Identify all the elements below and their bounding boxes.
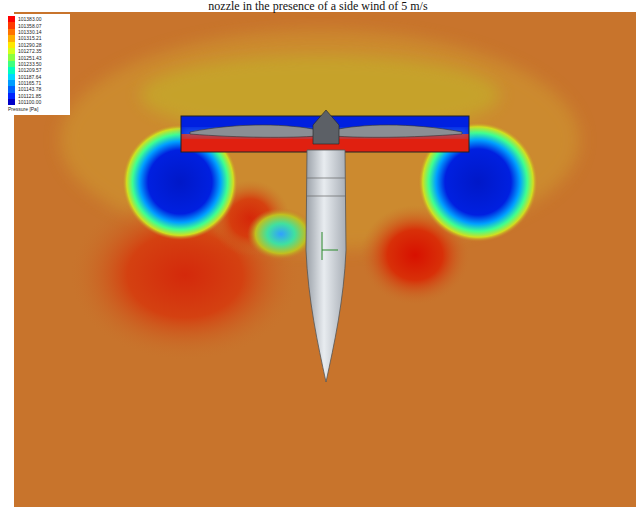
legend-value: 101358.07: [18, 23, 42, 29]
legend-row: 101233.50: [8, 61, 68, 67]
legend-value: 101100.00: [18, 99, 41, 105]
legend-value: 101209.57: [18, 67, 42, 73]
legend-row: 101100.00: [8, 99, 68, 105]
legend-row: 101251.43: [8, 54, 68, 60]
legend-value: 101383.00: [18, 16, 42, 22]
legend-row: 101383.00: [8, 16, 68, 22]
legend-value: 101233.50: [18, 61, 42, 67]
legend-row: 101209.57: [8, 67, 68, 73]
figure-caption: nozzle in the presence of a side wind of…: [0, 0, 636, 12]
legend-value: 101272.35: [18, 48, 42, 54]
legend-value: 101165.71: [18, 80, 41, 86]
legend-row: 101358.07: [8, 22, 68, 28]
legend-row: 101165.71: [8, 80, 68, 86]
legend-row: 101272.35: [8, 48, 68, 54]
legend-value: 101290.28: [18, 42, 42, 48]
legend-row: 101143.78: [8, 86, 68, 92]
legend-value: 101330.14: [18, 29, 42, 35]
legend-row: 101187.64: [8, 74, 68, 80]
legend-row: 101121.85: [8, 93, 68, 99]
legend-value: 101187.64: [18, 74, 41, 80]
axis-unit-label: Pressure [Pa]: [8, 106, 68, 113]
legend-value: 101143.78: [18, 86, 41, 92]
legend-value: 101315.21: [18, 35, 42, 41]
color-legend: 101383.00101358.07101330.14101315.211012…: [6, 14, 70, 115]
legend-row: 101315.21: [8, 35, 68, 41]
legend-value: 101121.85: [18, 93, 41, 99]
legend-value: 101251.43: [18, 55, 42, 61]
legend-row: 101290.28: [8, 42, 68, 48]
legend-row: 101330.14: [8, 29, 68, 35]
legend-swatch: [8, 99, 15, 105]
